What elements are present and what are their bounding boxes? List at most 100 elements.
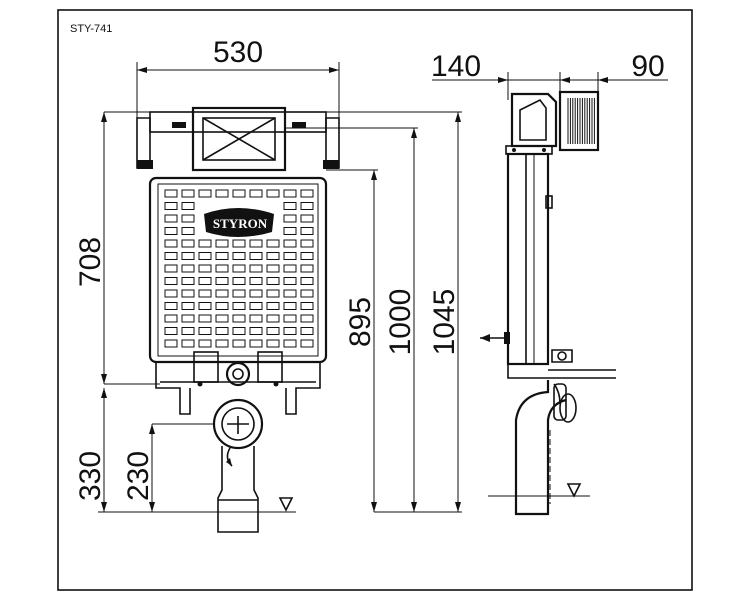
rib-cell xyxy=(232,339,246,348)
width-dimension: 530 xyxy=(213,36,263,69)
floor-marker xyxy=(278,497,294,512)
rib-cell xyxy=(164,189,178,198)
height-330: 330 xyxy=(74,451,107,501)
rib-cell xyxy=(181,239,195,248)
rib-cell xyxy=(198,302,212,310)
rib-cell xyxy=(198,339,212,348)
rib-cell xyxy=(300,302,314,310)
rib-cell xyxy=(164,202,178,210)
rib-cell xyxy=(249,289,263,298)
rib-cell xyxy=(164,277,178,285)
rib-cell xyxy=(266,327,280,335)
brand-logo: STYRON xyxy=(213,216,268,231)
rib-cell xyxy=(283,264,297,273)
rib-cell xyxy=(181,327,195,335)
rib-cell xyxy=(300,289,314,298)
product-code: STY-741 xyxy=(70,23,112,35)
rib-cell xyxy=(266,189,280,198)
height-895: 895 xyxy=(344,297,377,347)
rib-cell xyxy=(198,239,212,248)
rib-cell xyxy=(249,189,263,198)
rib-cell xyxy=(249,264,263,273)
rib-cell xyxy=(181,277,195,285)
cistern-ribs xyxy=(164,189,314,348)
rib-cell xyxy=(232,289,246,298)
rib-cell xyxy=(198,289,212,298)
rib-cell xyxy=(164,289,178,298)
rib-cell xyxy=(300,214,314,223)
rib-cell xyxy=(181,314,195,323)
rib-cell xyxy=(232,264,246,273)
actuator-frame xyxy=(191,106,287,172)
height-230: 230 xyxy=(122,451,155,501)
rib-cell xyxy=(283,327,297,335)
rib-cell xyxy=(266,252,280,260)
rib-cell xyxy=(283,214,297,223)
rib-cell xyxy=(232,252,246,260)
rib-cell xyxy=(164,227,178,235)
rib-cell xyxy=(232,314,246,323)
height-1000: 1000 xyxy=(384,289,417,356)
rib-cell xyxy=(283,227,297,235)
actuator-thread xyxy=(567,98,595,144)
rib-cell xyxy=(266,264,280,273)
rib-cell xyxy=(249,239,263,248)
rib-cell xyxy=(198,327,212,335)
rib-cell xyxy=(283,239,297,248)
rib-cell xyxy=(198,314,212,323)
rib-cell xyxy=(198,277,212,285)
brand-badge: STYRON xyxy=(204,208,274,237)
front-view: 530 STYRON xyxy=(74,36,462,533)
rib-cell xyxy=(300,339,314,348)
rib-cell xyxy=(164,252,178,260)
rib-cell xyxy=(198,264,212,273)
rib-cell xyxy=(300,327,314,335)
rib-cell xyxy=(215,327,229,335)
height-708: 708 xyxy=(74,237,107,287)
rib-cell xyxy=(215,314,229,323)
rib-cell xyxy=(215,189,229,198)
rib-cell xyxy=(232,239,246,248)
rib-cell xyxy=(232,302,246,310)
rib-cell xyxy=(266,339,280,348)
rib-cell xyxy=(181,302,195,310)
rib-cell xyxy=(164,327,178,335)
rib-cell xyxy=(232,189,246,198)
rib-cell xyxy=(215,239,229,248)
side-cistern-top xyxy=(510,92,558,148)
rib-cell xyxy=(266,277,280,285)
rib-cell xyxy=(232,327,246,335)
rib-cell xyxy=(232,277,246,285)
rib-cell xyxy=(164,264,178,273)
rib-cell xyxy=(300,264,314,273)
rib-cell xyxy=(266,302,280,310)
rib-cell xyxy=(215,302,229,310)
depth-90: 90 xyxy=(631,50,664,83)
rib-cell xyxy=(215,264,229,273)
side-view: 140 90 xyxy=(431,50,668,516)
side-floor-marker xyxy=(566,483,582,498)
rib-cell xyxy=(181,214,195,223)
rib-cell xyxy=(249,327,263,335)
rib-cell xyxy=(198,252,212,260)
rib-cell xyxy=(181,289,195,298)
rib-cell xyxy=(249,252,263,260)
rib-cell xyxy=(283,202,297,210)
rib-cell xyxy=(266,314,280,323)
rib-cell xyxy=(266,289,280,298)
actuator-side xyxy=(558,90,600,152)
rib-cell xyxy=(300,314,314,323)
rib-cell xyxy=(283,302,297,310)
rib-cell xyxy=(300,252,314,260)
rib-cell xyxy=(181,202,195,210)
rib-cell xyxy=(283,314,297,323)
side-outlet-elbow xyxy=(514,380,567,516)
rib-cell xyxy=(283,339,297,348)
depth-140: 140 xyxy=(431,50,481,83)
rib-cell xyxy=(215,252,229,260)
rib-cell xyxy=(300,202,314,210)
rib-cell xyxy=(300,227,314,235)
rib-cell xyxy=(215,277,229,285)
rib-cell xyxy=(181,252,195,260)
